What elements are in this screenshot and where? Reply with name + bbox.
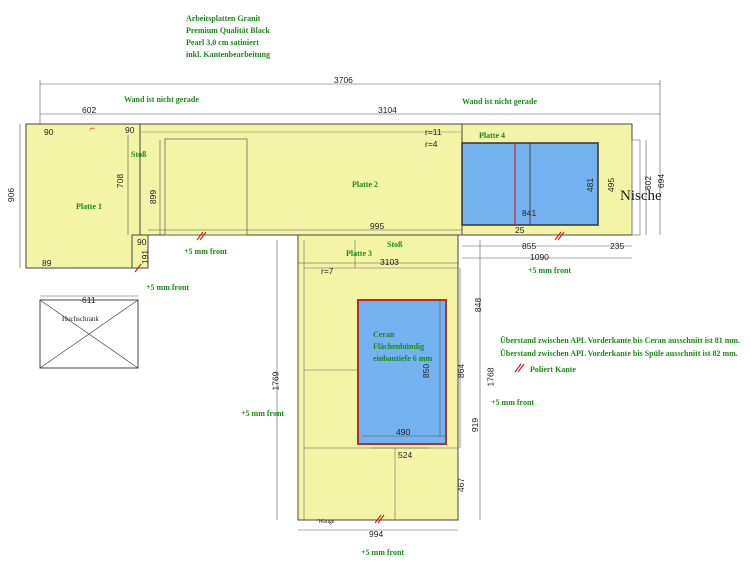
ceran-line-2: Flächenbündig [373, 342, 425, 351]
wall-note-right: Wand ist nicht gerade [462, 97, 537, 106]
dim-1769: 1769 [270, 371, 281, 391]
label-platte-4: Platte 4 [479, 131, 505, 140]
dim-850: 850 [421, 363, 432, 379]
dim-848: 848 [473, 297, 484, 313]
platte-1 [25, 123, 141, 269]
label-platte-3: Platte 3 [346, 249, 372, 258]
wall-note-left: Wand ist nicht gerade [124, 95, 199, 104]
dim-sink-h: 481 [585, 177, 596, 193]
front-note-3: +5 mm front [528, 266, 572, 275]
dim-r7: r=7 [321, 266, 334, 276]
dim-1768: 1768 [485, 367, 496, 387]
dim-864: 864 [456, 363, 467, 379]
dim-191: 191 [140, 249, 151, 265]
dim-p1-inner: 708 [115, 173, 126, 189]
ceran-line-3: einbautiefe 6 mm [373, 354, 433, 363]
dim-total-width: 3706 [334, 75, 353, 85]
platte-2 [139, 123, 463, 236]
header-line-2: Premium Qualität Black [186, 26, 270, 35]
dim-994: 994 [369, 529, 384, 539]
small-connector [131, 234, 149, 269]
wall-marker-1: ⌐ [90, 123, 95, 133]
ceran-cutout [357, 299, 447, 445]
hochschrank [39, 299, 139, 369]
dim-1090: 1090 [530, 252, 549, 262]
label-wange: Wange [318, 519, 335, 525]
dim-919: 919 [470, 417, 481, 433]
label-nische: Nische [620, 188, 662, 204]
dim-left-height: 906 [6, 187, 17, 203]
dim-694: 694 [656, 173, 667, 189]
label-platte-1: Platte 1 [76, 202, 102, 211]
header-line-4: inkl. Kantenbearbeitung [186, 50, 271, 59]
label-stoss-1: Stoß [131, 150, 147, 159]
label-platte-2: Platte 2 [352, 180, 378, 189]
dim-855: 855 [522, 241, 537, 251]
dim-90-b: 90 [125, 125, 135, 135]
note-spuele: Überstand zwischen APL Vorderkante bis S… [500, 349, 738, 358]
dim-490: 490 [396, 427, 411, 437]
dim-89: 89 [42, 258, 52, 268]
dim-995: 995 [370, 221, 385, 231]
dim-sink-gap: 25 [515, 225, 525, 235]
dim-611: 611 [82, 295, 96, 305]
dim-r11: r=11 [425, 127, 442, 137]
dim-467: 467 [456, 477, 467, 493]
ceran-line-1: Ceran [373, 330, 395, 339]
dim-90-c: 90 [137, 237, 147, 247]
dim-left-top: 602 [82, 105, 97, 115]
dim-p2-inner: 899 [148, 189, 159, 205]
dim-sink-w: 841 [522, 208, 537, 218]
front-note-4: +5 mm front [241, 409, 285, 418]
front-note-1: +5 mm front [184, 247, 228, 256]
front-note-5: +5 mm front [491, 398, 535, 407]
dim-right-top: 3104 [378, 105, 397, 115]
dim-235: 235 [610, 241, 625, 251]
dim-90-a: 90 [44, 127, 54, 137]
dim-sink-h2: 495 [606, 177, 617, 193]
dim-524: 524 [398, 450, 413, 460]
note-poliert: Poliert Kante [530, 365, 576, 374]
label-hochschrank: Hochschrank [62, 315, 99, 323]
header-line-3: Pearl 3,0 cm satiniert [186, 38, 259, 47]
header-line-1: Arbeitsplatten Granit [186, 14, 261, 23]
dim-3103: 3103 [380, 257, 399, 267]
label-stoss-2: Stoß [387, 240, 403, 249]
note-ceran: Überstand zwischen APL Vorderkante bis C… [500, 336, 741, 345]
cabinet-outline [164, 138, 248, 236]
front-note-6: +5 mm front [361, 548, 405, 557]
nische-box [631, 139, 641, 236]
dim-r4: r=4 [425, 139, 438, 149]
front-note-2: +5 mm front [146, 283, 190, 292]
